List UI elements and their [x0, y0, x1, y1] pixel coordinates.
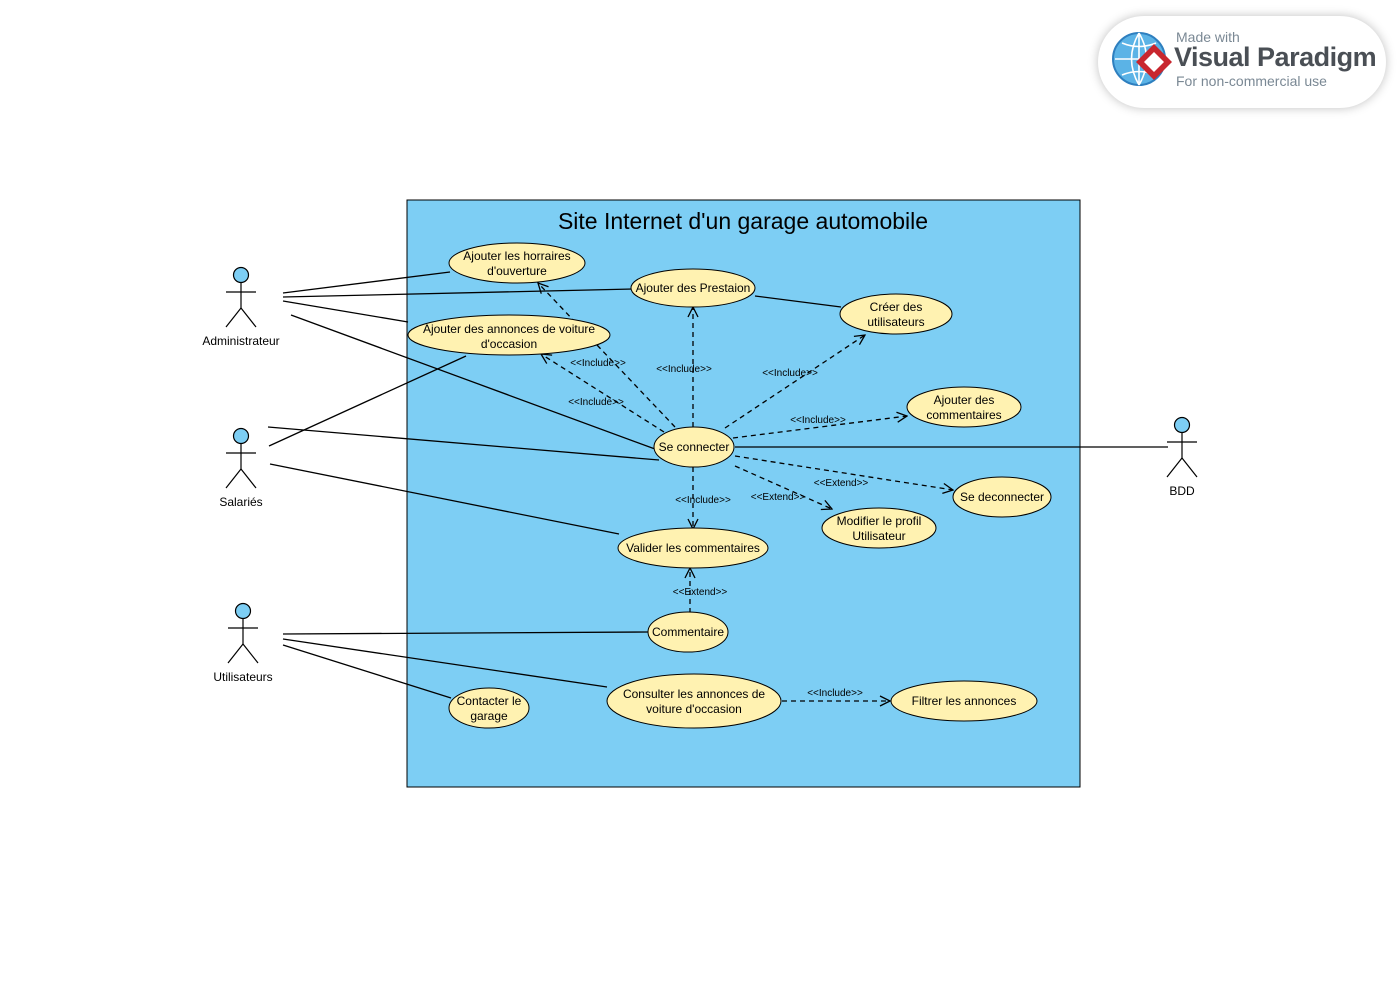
usecase-consulter: Consulter les annonces de voiture d'occa…	[606, 673, 782, 729]
badge-made-with: Made with	[1176, 29, 1240, 45]
actor-icon	[225, 266, 257, 328]
actor-icon	[1166, 416, 1198, 478]
usecase-profil-line1: Modifier le profil	[837, 514, 922, 528]
assoc-salaries-annonces	[268, 355, 467, 447]
extend-label: <<Extend>>	[814, 478, 869, 489]
usecase-filtrer: Filtrer les annonces	[890, 680, 1038, 722]
dep-connecter-deconnecter	[734, 455, 953, 490]
badge-brand: Visual Paradigm	[1174, 42, 1377, 72]
extend-label: <<Extend>>	[673, 587, 728, 598]
actor-icon	[227, 602, 259, 664]
assoc-admin-connecter	[290, 314, 656, 450]
system-title: Site Internet d'un garage automobile	[558, 208, 928, 234]
usecase-commentaire-line1: Commentaire	[652, 625, 724, 639]
include-label: <<Include>>	[807, 688, 863, 699]
assoc-admin-horaires	[282, 271, 451, 294]
actor-salaries: Salariés	[219, 427, 263, 509]
usecase-profil-line2: Utilisateur	[852, 529, 905, 543]
actor-label: Administrateur	[202, 334, 279, 348]
usecase-annonces-line2: d'occasion	[481, 337, 537, 351]
actor-bdd: BDD	[1166, 416, 1198, 498]
usecase-contacter-line1: Contacter le	[457, 694, 522, 708]
assoc-salaries-valider	[269, 463, 620, 535]
include-label: <<Include>>	[675, 495, 731, 506]
usecases: Ajouter les horraires d'ouverture Ajoute…	[407, 242, 1052, 729]
usecase-contacter-line2: garage	[470, 709, 508, 723]
actor-utilisateurs: Utilisateurs	[213, 602, 273, 684]
assoc-users-contacter	[282, 644, 452, 699]
dep-connecter-creer	[724, 335, 865, 429]
usecase-profil: Modifier le profil Utilisateur	[821, 507, 937, 549]
usecase-horaires: Ajouter les horraires d'ouverture	[448, 242, 586, 284]
usecase-prestation-line1: Ajouter des Prestaion	[636, 281, 751, 295]
badge-subtitle: For non-commercial use	[1176, 73, 1327, 89]
usecase-valider: Valider les commentaires	[617, 527, 769, 569]
usecase-commentaire: Commentaire	[647, 611, 729, 653]
dep-connecter-commentaires	[732, 416, 907, 439]
stereotype-labels: <<Include>> <<Include>> <<Include>> <<In…	[568, 358, 868, 699]
usecase-filtrer-line1: Filtrer les annonces	[912, 694, 1017, 708]
usecase-creer: Créer des utilisateurs	[839, 293, 953, 335]
include-label: <<Include>>	[762, 368, 818, 379]
dep-connecter-annonces	[541, 354, 665, 433]
assoc-admin-annonces	[282, 300, 409, 323]
associations	[267, 271, 1168, 699]
usecase-connecter-line1: Se connecter	[659, 440, 730, 454]
assoc-users-commentaire	[282, 631, 649, 635]
assoc-users-consulter	[282, 638, 608, 688]
usecase-deconnecter: Se deconnecter	[952, 476, 1052, 518]
usecase-connecter: Se connecter	[653, 426, 735, 468]
dep-connecter-horaires	[538, 283, 676, 428]
usecase-commentaires-ajout: Ajouter des commentaires	[906, 386, 1022, 428]
usecase-horaires-line1: Ajouter les horraires	[463, 249, 570, 263]
actor-administrateur: Administrateur	[202, 266, 280, 348]
usecase-valider-line1: Valider les commentaires	[626, 541, 760, 555]
assoc-prestation-creer	[754, 295, 842, 308]
visual-paradigm-logo-icon	[1112, 32, 1172, 86]
usecase-annonces-ajout: Ajouter des annonces de voiture d'occasi…	[407, 314, 611, 356]
include-label: <<Include>>	[790, 415, 846, 426]
usecase-consulter-line1: Consulter les annonces de	[623, 687, 765, 701]
usecase-horaires-line2: d'ouverture	[487, 264, 547, 278]
actor-icon	[225, 427, 257, 489]
actor-label: Utilisateurs	[213, 670, 272, 684]
usecase-consulter-line2: voiture d'occasion	[646, 702, 742, 716]
usecase-commentaires-line1: Ajouter des	[934, 393, 995, 407]
usecase-creer-line2: utilisateurs	[867, 315, 924, 329]
assoc-salaries-connecter	[267, 426, 660, 461]
dependencies	[538, 283, 953, 701]
visual-paradigm-badge: Made with Visual Paradigm For non-commer…	[1098, 16, 1386, 108]
include-label: <<Include>>	[568, 397, 624, 408]
extend-label: <<Extend>>	[751, 492, 806, 503]
assoc-admin-prestation	[282, 288, 634, 298]
usecase-deconnecter-line1: Se deconnecter	[960, 490, 1044, 504]
usecase-annonces-line1: Ajouter des annonces de voiture	[423, 322, 595, 336]
include-label: <<Include>>	[656, 364, 712, 375]
usecase-commentaires-line2: commentaires	[926, 408, 1001, 422]
actor-label: Salariés	[219, 495, 262, 509]
usecase-creer-line1: Créer des	[870, 300, 923, 314]
include-label: <<Include>>	[570, 358, 626, 369]
usecase-contacter: Contacter le garage	[448, 687, 530, 729]
actor-label: BDD	[1169, 484, 1195, 498]
usecase-prestation: Ajouter des Prestaion	[630, 268, 756, 308]
